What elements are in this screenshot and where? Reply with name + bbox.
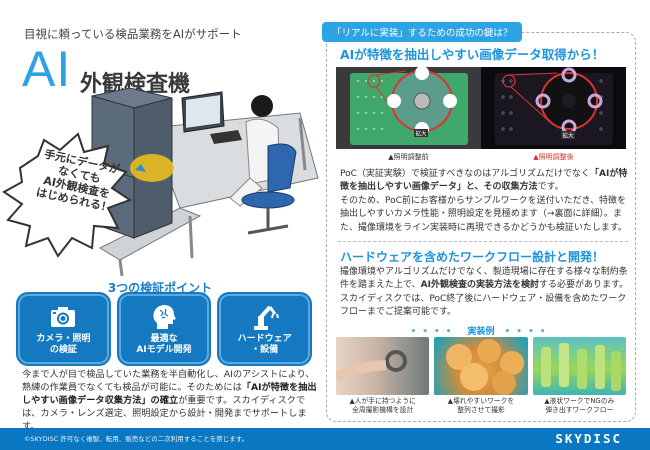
photo-after-lighting: 拡大 [481, 67, 626, 149]
skydisc-logo: SKYDISC [555, 431, 622, 446]
camera-icon [51, 307, 76, 327]
svg-text:拡大: 拡大 [415, 130, 427, 138]
point-label: ハードウェア・設備 [237, 334, 292, 355]
workflow-paragraph: 撮像環境やアルゴリズムだけでなく、製造現場に存在する様々な制約条件を踏まえた上で… [340, 267, 629, 318]
poc-paragraph: PoC（実証実験）で検証すべきなのはアルゴリズムだけでなく「AIが特徴を抽出しや… [340, 169, 628, 233]
intro-text: 今まで人が目で検品していた業務を半自動化し、AIのアシストにより、熟練の作業員で… [22, 369, 317, 432]
lighting-comparison-photos: 拡大 拡大 [336, 67, 626, 149]
example-photo-bottles [532, 337, 626, 395]
example-photo-cream-puffs [434, 337, 528, 395]
footer: ©SKYDISC 許可なく複製、転用、販売などの二次利用することを禁じます。 S… [0, 428, 650, 450]
example-captions: ▲人が手に持つように全周撮影機構を設計 ▲壊れやすいワークを整列させて撮影 ▲液… [336, 397, 626, 415]
caption-after: ▲照明調整後 [533, 153, 574, 161]
examples-title: ••••実装例•••• [410, 327, 552, 337]
svg-text:拡大: 拡大 [562, 132, 574, 140]
section-heading-workflow: ハードウェアを含めたワークフロー設計と開発！ [340, 250, 605, 264]
copyright: ©SKYDISC 許可なく複製、転用、販売などの二次利用することを禁じます。 [24, 435, 249, 443]
point-hardware: ハードウェア・設備 [217, 292, 313, 366]
robot-arm-icon [253, 305, 279, 330]
panel-tag: 「リアルに実装」するための成功の鍵は？ [322, 22, 523, 42]
example-caption: ▲壊れやすいワークを整列させて撮影 [447, 397, 515, 414]
photo-captions: ▲照明調整前 ▲照明調整後 [336, 152, 626, 162]
example-photo-handheld-ring [336, 337, 430, 395]
section-heading-image-data: AIが特徴を抽出しやすい画像データ取得から！ [340, 47, 605, 62]
example-caption: ▲液状ワークでNGのみ弾き出すワークフロー [544, 397, 615, 414]
subtitle: 目視に頼っている検品業務をAIがサポート [24, 27, 242, 41]
ring-image [336, 350, 407, 382]
cream-puff-image [446, 339, 525, 395]
pcb-green-image: 拡大 [350, 67, 468, 145]
implementation-examples [336, 337, 626, 395]
point-camera-lighting: カメラ・照明の検証 [16, 292, 111, 366]
point-label: カメラ・照明の検証 [36, 334, 91, 355]
example-caption: ▲人が手に持つように全周撮影機構を設計 [349, 397, 416, 414]
points-title: 3つの検証ポイント [107, 281, 213, 295]
caption-before: ▲照明調整前 [388, 153, 429, 161]
ai-brain-icon [153, 305, 176, 329]
section-divider [338, 241, 628, 242]
bottle-line-image [540, 343, 621, 391]
inspection-workstation-illustration [2, 88, 319, 277]
pcb-dark-image: 拡大 [495, 67, 613, 145]
photo-before-lighting: 拡大 [336, 67, 481, 149]
ai-logo-text: AI [22, 41, 72, 97]
